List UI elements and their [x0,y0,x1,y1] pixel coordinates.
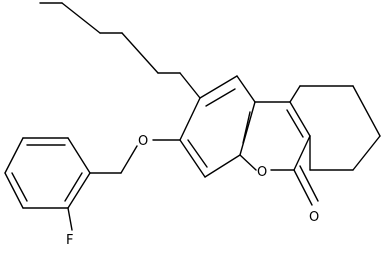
aromatic-ring-center [179,75,256,178]
double-bond-inner [242,111,251,144]
bond [204,154,241,178]
lactone-ring [239,101,319,206]
bond [120,145,138,174]
hexyl-chain [39,2,201,99]
bond [67,172,91,209]
double-bond-inner [187,139,208,168]
bond [236,75,256,103]
bond [239,154,257,171]
double-bond-inner [205,88,236,107]
bond [179,139,206,178]
bond [67,207,73,231]
bond [67,137,91,174]
bond [239,101,256,156]
double-bond-inner [286,109,304,138]
double-bond-inner [64,172,83,202]
bond [4,137,24,174]
bond [4,172,24,209]
bond [299,165,319,202]
bond [289,101,311,137]
benzyl-ether [89,139,181,174]
atom-label-carbonyl-oxygen: O [309,210,319,225]
atom-label-ring-oxygen: O [257,165,267,180]
bond [289,85,301,103]
bond [179,97,201,141]
bond [293,169,313,206]
bond [352,135,381,171]
fluorophenyl-ring [4,137,91,231]
bond [61,2,101,34]
bond [199,75,238,99]
double-bond-inner [11,172,28,202]
bond [293,135,311,171]
atom-label-ether-oxygen: O [138,134,148,149]
bond [352,85,381,137]
atom-label-fluorine: F [66,233,73,248]
bond [179,72,201,99]
cyclohexene-ring [289,85,381,171]
bond [121,32,159,74]
